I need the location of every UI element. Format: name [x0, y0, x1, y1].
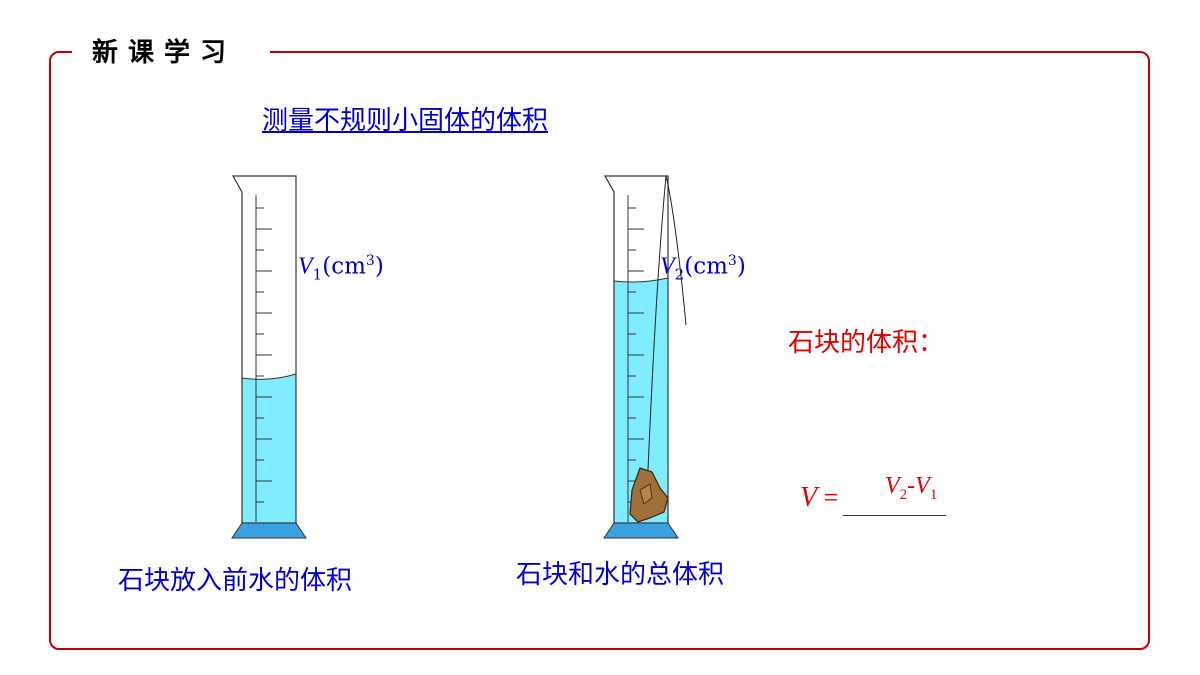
volume-label-v2: V2(cm3): [660, 253, 746, 284]
string: [647, 175, 687, 471]
graduated-cylinder-left: [231, 175, 307, 539]
cylinder-left-water-surface: [241, 373, 297, 380]
cylinder-left-base: [231, 522, 307, 539]
header-backdrop: [72, 30, 270, 74]
answer-blank-line: [843, 515, 946, 516]
cylinder-left-water: [242, 374, 296, 523]
formula-lhs: V =: [800, 482, 839, 513]
cylinder-right-base: [603, 522, 679, 539]
caption-before: 石块放入前水的体积: [118, 566, 353, 596]
content-frame: [49, 51, 1150, 650]
section-header: 新课学习: [92, 38, 237, 68]
formula-answer: V2-V1: [885, 473, 938, 503]
cylinder-left-ticks: [256, 207, 272, 503]
lesson-title-link[interactable]: 测量不规则小固体的体积: [262, 106, 549, 136]
volume-label-v1: V1(cm3): [298, 253, 384, 284]
caption-after: 石块和水的总体积: [516, 560, 725, 590]
cylinder-right-ticks: [628, 207, 644, 503]
cylinder-right-water-surface: [613, 277, 669, 283]
stone-volume-label: 石块的体积：: [788, 328, 945, 358]
graduated-cylinder-right: [603, 175, 687, 539]
